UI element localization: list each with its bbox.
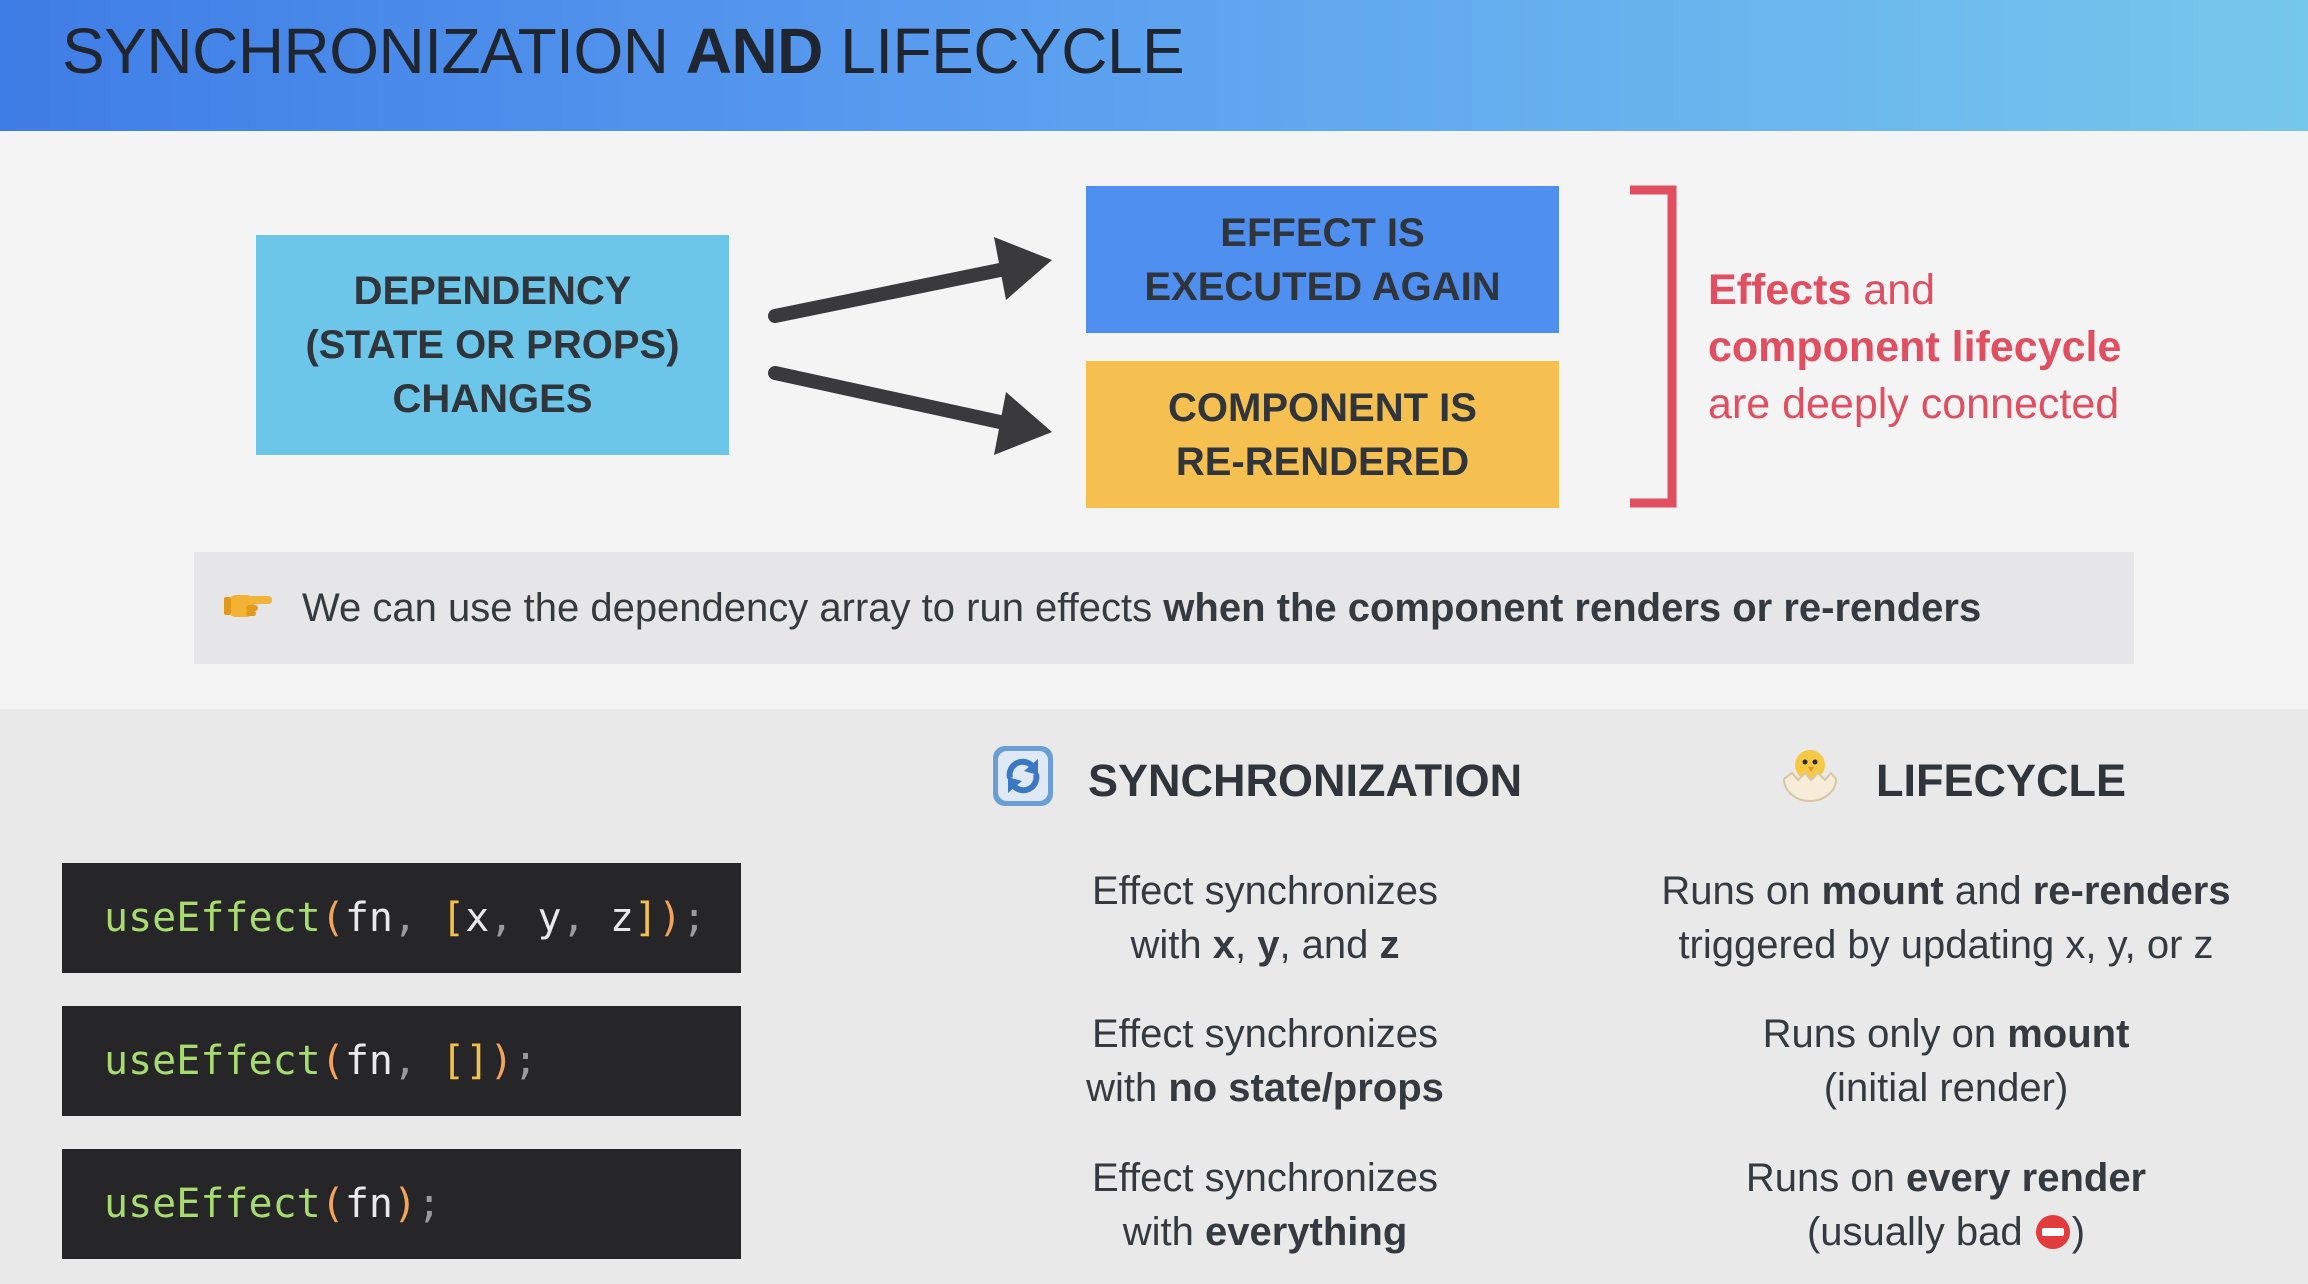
- life-3-line-1: Runs on every render: [1745, 1156, 2147, 1200]
- grouping-bracket-icon: [1630, 185, 1677, 508]
- side-note-and: and: [1851, 266, 1936, 314]
- sync-2-line-1: Effect synchronizes: [1091, 1012, 1439, 1056]
- side-note-effects: Effects: [1708, 266, 1852, 314]
- tip-text: We can use the dependency array to run e…: [302, 586, 1981, 631]
- life-3-line-2: (usually bad ): [1600, 1205, 2292, 1265]
- code-1-close: ): [658, 895, 683, 941]
- no-entry-icon: [2034, 1211, 2072, 1265]
- tip-callout: We can use the dependency array to run e…: [194, 552, 2134, 664]
- life-1-line-1: Runs on mount and re-renders: [1661, 869, 2231, 913]
- title-part-bold: AND: [685, 15, 824, 87]
- code-1-arg: fn: [344, 895, 394, 941]
- code-1-semi: ;: [682, 895, 707, 941]
- component-rerendered-box: COMPONENT IS RE-RENDERED: [1086, 361, 1559, 508]
- effect-executed-box: EFFECT IS EXECUTED AGAIN: [1086, 186, 1559, 333]
- dependency-line-3: CHANGES: [392, 377, 593, 421]
- code-2-brackets: []: [441, 1038, 490, 1084]
- title-part-2: LIFECYCLE: [822, 15, 1185, 87]
- code-1-open: (: [320, 895, 345, 941]
- life-2-line-1: Runs only on mount: [1762, 1012, 2130, 1056]
- dependency-line-1: DEPENDENCY: [353, 269, 632, 313]
- sync-row-1: Effect synchronizes with x, y, and z: [1000, 864, 1530, 972]
- sync-1-line-2: with x, y, and z: [1130, 923, 1400, 967]
- code-1-z: z: [609, 895, 634, 941]
- sync-column-label: SYNCHRONIZATION: [1088, 755, 1523, 806]
- arrow-to-effect-icon: [768, 237, 1052, 323]
- lifecycle-row-3: Runs on every render (usually bad ): [1600, 1151, 2292, 1265]
- code-row-2: useEffect(fn, []);: [62, 1006, 741, 1116]
- code-2-open: (: [320, 1038, 345, 1084]
- sync-column-header: SYNCHRONIZATION: [992, 745, 1523, 814]
- code-2-fn: useEffect: [104, 1038, 321, 1084]
- side-note: Effects and component lifecycle are deep…: [1708, 262, 2228, 433]
- component-line-2: RE-RENDERED: [1175, 439, 1470, 484]
- effect-line-2: EXECUTED AGAIN: [1144, 264, 1501, 309]
- life-2-line-2: (initial render): [1823, 1066, 2069, 1110]
- sync-2-line-2: with no state/props: [1086, 1066, 1444, 1110]
- component-line-1: COMPONENT IS: [1168, 385, 1477, 430]
- tip-text-normal: We can use the dependency array to run e…: [302, 585, 1164, 630]
- side-note-line-3: are deeply connected: [1708, 380, 2120, 428]
- page-title: SYNCHRONIZATION AND LIFECYCLE: [62, 0, 1185, 102]
- arrow-to-component-icon: [768, 366, 1052, 455]
- lifecycle-row-2: Runs only on mount (initial render): [1600, 1007, 2292, 1115]
- code-3-open: (: [320, 1181, 345, 1227]
- code-1-fn: useEffect: [104, 895, 321, 941]
- hatching-chick-icon: [1778, 743, 1842, 820]
- dependency-line-2: (STATE OR PROPS): [305, 323, 680, 367]
- life-1-line-2: triggered by updating x, y, or z: [1678, 923, 2214, 967]
- code-3-semi: ;: [417, 1181, 442, 1227]
- code-2-comma: ,: [393, 1038, 442, 1084]
- title-banner: SYNCHRONIZATION AND LIFECYCLE: [0, 0, 2308, 131]
- sync-3-line-1: Effect synchronizes: [1091, 1156, 1439, 1200]
- side-note-lifecycle: component lifecycle: [1708, 323, 2122, 371]
- lifecycle-column-header: LIFECYCLE: [1778, 748, 2126, 814]
- code-2-semi: ;: [513, 1038, 538, 1084]
- sync-row-2: Effect synchronizes with no state/props: [1000, 1007, 1530, 1115]
- code-1-c1: ,: [489, 895, 538, 941]
- code-3-fn: useEffect: [104, 1181, 321, 1227]
- code-3-arg: fn: [344, 1181, 394, 1227]
- lifecycle-column-label: LIFECYCLE: [1876, 755, 2127, 806]
- code-1-bracket-open: [: [441, 895, 466, 941]
- effect-line-1: EFFECT IS: [1220, 210, 1425, 255]
- code-row-1: useEffect(fn, [x, y, z]);: [62, 863, 741, 973]
- lifecycle-row-1: Runs on mount and re-renders triggered b…: [1600, 864, 2292, 972]
- title-part-1: SYNCHRONIZATION: [62, 15, 686, 87]
- code-row-3: useEffect(fn);: [62, 1149, 741, 1259]
- sync-row-3: Effect synchronizes with everything: [1000, 1151, 1530, 1259]
- dependency-changes-box: DEPENDENCY (STATE OR PROPS) CHANGES: [256, 235, 729, 455]
- code-2-close: ): [489, 1038, 514, 1084]
- code-3-close: ): [393, 1181, 418, 1227]
- code-1-comma: ,: [393, 895, 442, 941]
- code-1-c2: ,: [561, 895, 610, 941]
- code-1-y: y: [537, 895, 562, 941]
- sync-3-line-2: with everything: [1122, 1210, 1408, 1254]
- pointing-hand-icon: [224, 583, 274, 633]
- code-1-x: x: [465, 895, 490, 941]
- tip-text-bold: when the component renders or re-renders: [1163, 585, 1982, 630]
- code-2-arg: fn: [344, 1038, 394, 1084]
- code-1-bracket-close: ]: [633, 895, 658, 941]
- sync-1-line-1: Effect synchronizes: [1091, 869, 1439, 913]
- sync-arrows-icon: [992, 745, 1054, 818]
